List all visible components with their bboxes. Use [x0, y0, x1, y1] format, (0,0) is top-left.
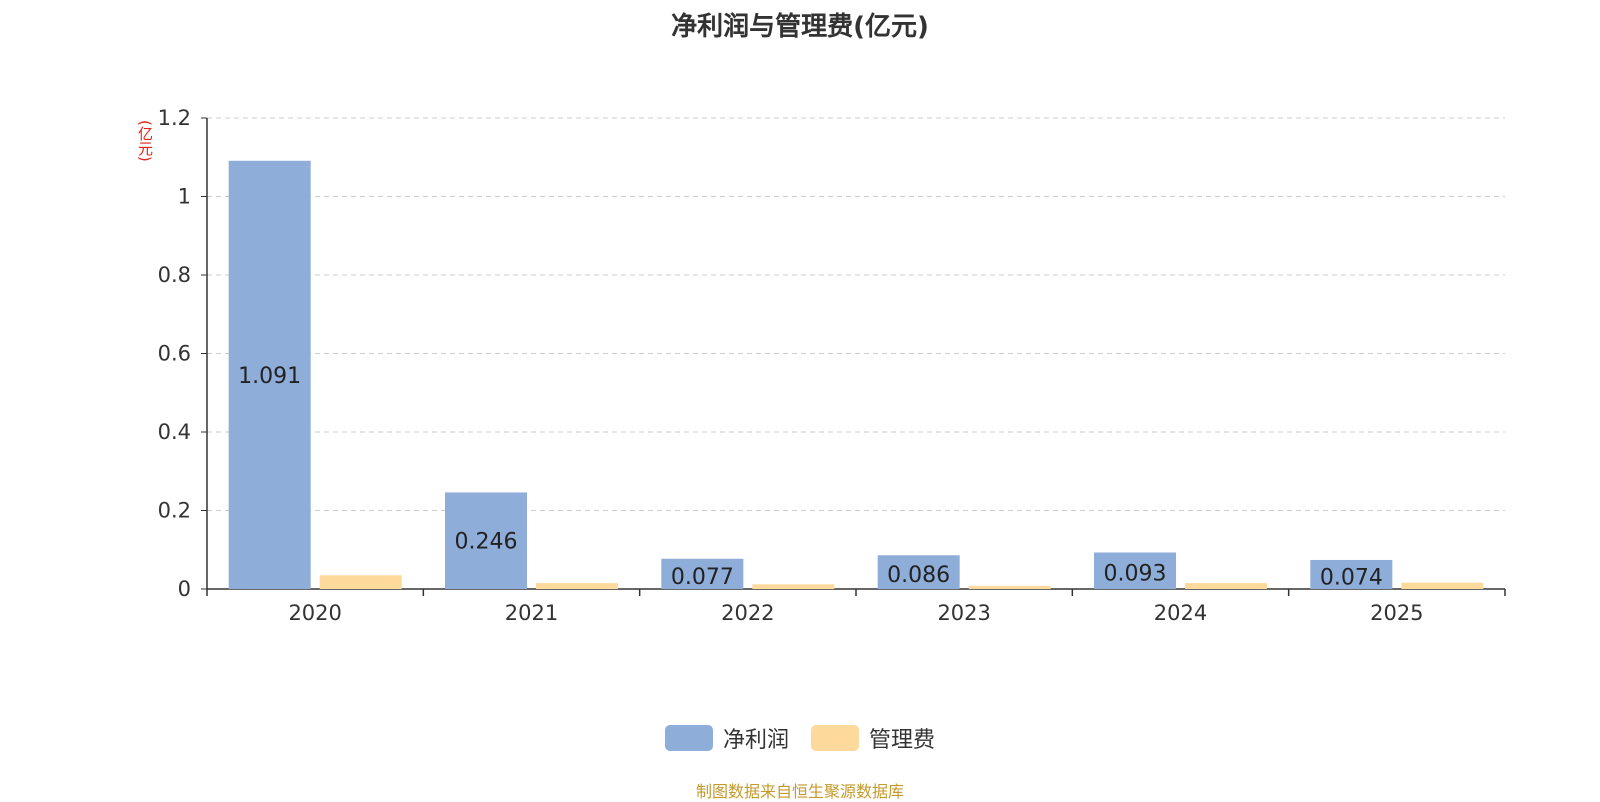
x-tick-label: 2023: [937, 601, 990, 625]
x-tick-label: 2021: [505, 601, 558, 625]
chart-title: 净利润与管理费(亿元): [671, 12, 929, 42]
bar-net-profit: [661, 558, 744, 589]
legend-label-net-profit: 净利润: [722, 728, 789, 753]
bar-net-profit: [1094, 552, 1176, 589]
legend-item-admin-expense[interactable]: 管理费: [811, 722, 935, 754]
bar-net-profit: [1310, 559, 1393, 589]
bar-admin-expense: [1185, 583, 1267, 589]
x-tick-label: 2024: [1154, 601, 1207, 625]
data-label: 0.074: [1320, 565, 1383, 590]
data-label: 0.086: [887, 563, 950, 588]
data-label: 0.093: [1104, 562, 1167, 587]
bar-net-profit: [877, 555, 960, 589]
y-tick-label: 0.4: [158, 420, 191, 444]
legend: 净利润 管理费: [0, 722, 1600, 754]
legend-swatch-net-profit: [664, 725, 713, 751]
y-axis-unit-label: (亿元): [136, 120, 154, 162]
legend-label-admin-expense: 管理费: [869, 728, 936, 753]
y-tick-label: 0.8: [158, 263, 191, 287]
y-tick-label: 0.6: [158, 342, 191, 366]
bar-admin-expense: [752, 584, 835, 589]
y-tick-label: 1: [178, 185, 191, 209]
data-label: 0.077: [671, 565, 734, 590]
x-tick-label: 2025: [1370, 601, 1423, 625]
legend-swatch-admin-expense: [811, 725, 859, 751]
bar-net-profit: [228, 160, 311, 589]
legend-item-net-profit[interactable]: 净利润: [664, 722, 789, 754]
x-tick-label: 2022: [721, 601, 774, 625]
y-tick-label: 0: [178, 577, 191, 601]
x-tick-label: 2020: [288, 601, 341, 625]
data-source-note: 制图数据来自恒生聚源数据库: [695, 782, 904, 801]
data-label: 1.091: [238, 364, 301, 389]
y-tick-label: 0.2: [158, 499, 191, 523]
bar-admin-expense: [319, 575, 402, 589]
bar-admin-expense: [536, 583, 618, 589]
bar-admin-expense: [1401, 582, 1484, 589]
y-tick-label: 1.2: [158, 106, 191, 130]
bar-net-profit: [445, 492, 527, 589]
bar-admin-expense: [968, 585, 1051, 589]
data-label: 0.246: [455, 530, 518, 555]
